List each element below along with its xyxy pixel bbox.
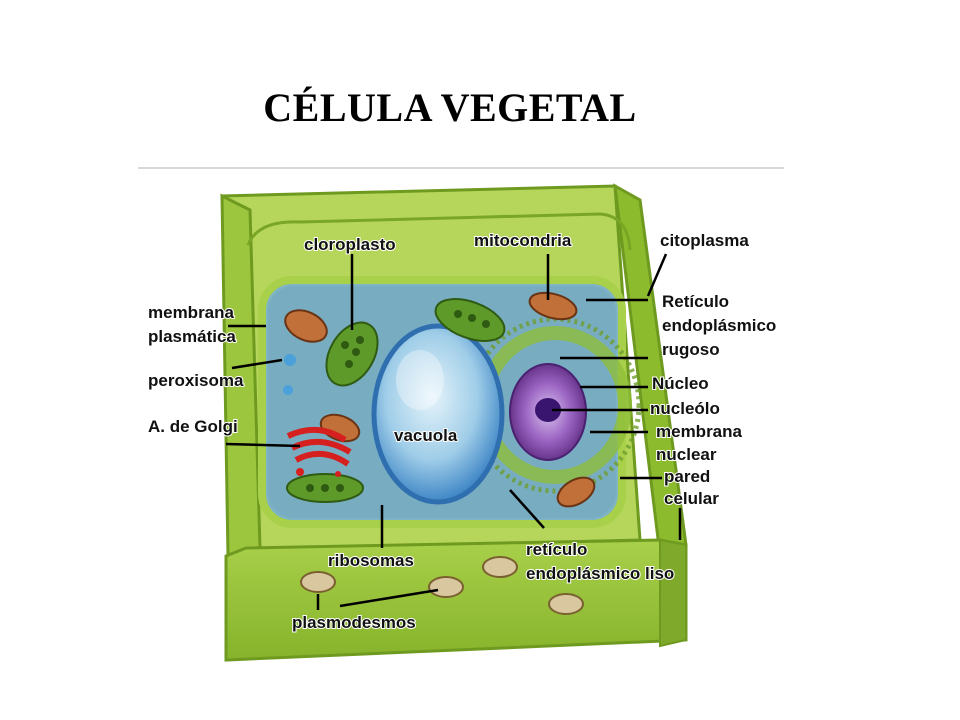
label-cloroplasto: cloroplasto [304,235,396,254]
label-membrana-plasmatica-1: membrana [148,303,235,322]
label-mitocondria: mitocondria [474,231,572,250]
label-golgi: A. de Golgi [148,417,238,436]
label-pared-celular-2: celular [664,489,719,508]
vacuole [374,326,502,502]
label-reticulo-liso-2: endoplásmico liso [526,564,674,583]
label-plasmodesmos: plasmodesmos [292,613,416,632]
label-nucleolo: nucleólo [650,399,720,418]
label-reticulo-rugoso-2: endoplásmico [662,316,776,335]
label-membrana-nuclear-2: nuclear [656,445,717,464]
label-reticulo-rugoso-1: Retículo [662,292,729,311]
label-vacuola: vacuola [394,426,458,445]
label-ribosomas: ribosomas [328,551,414,570]
label-nucleo: Núcleo [652,374,709,393]
label-pared-celular-1: pared [664,467,710,486]
nucleus [510,364,586,460]
label-citoplasma: citoplasma [660,231,749,250]
label-reticulo-liso-1: retículo [526,540,587,559]
label-membrana-nuclear-1: membrana [656,422,743,441]
label-membrana-plasmatica-2: plasmática [148,327,236,346]
label-reticulo-rugoso-3: rugoso [662,340,720,359]
label-peroxisoma: peroxisoma [148,371,244,390]
